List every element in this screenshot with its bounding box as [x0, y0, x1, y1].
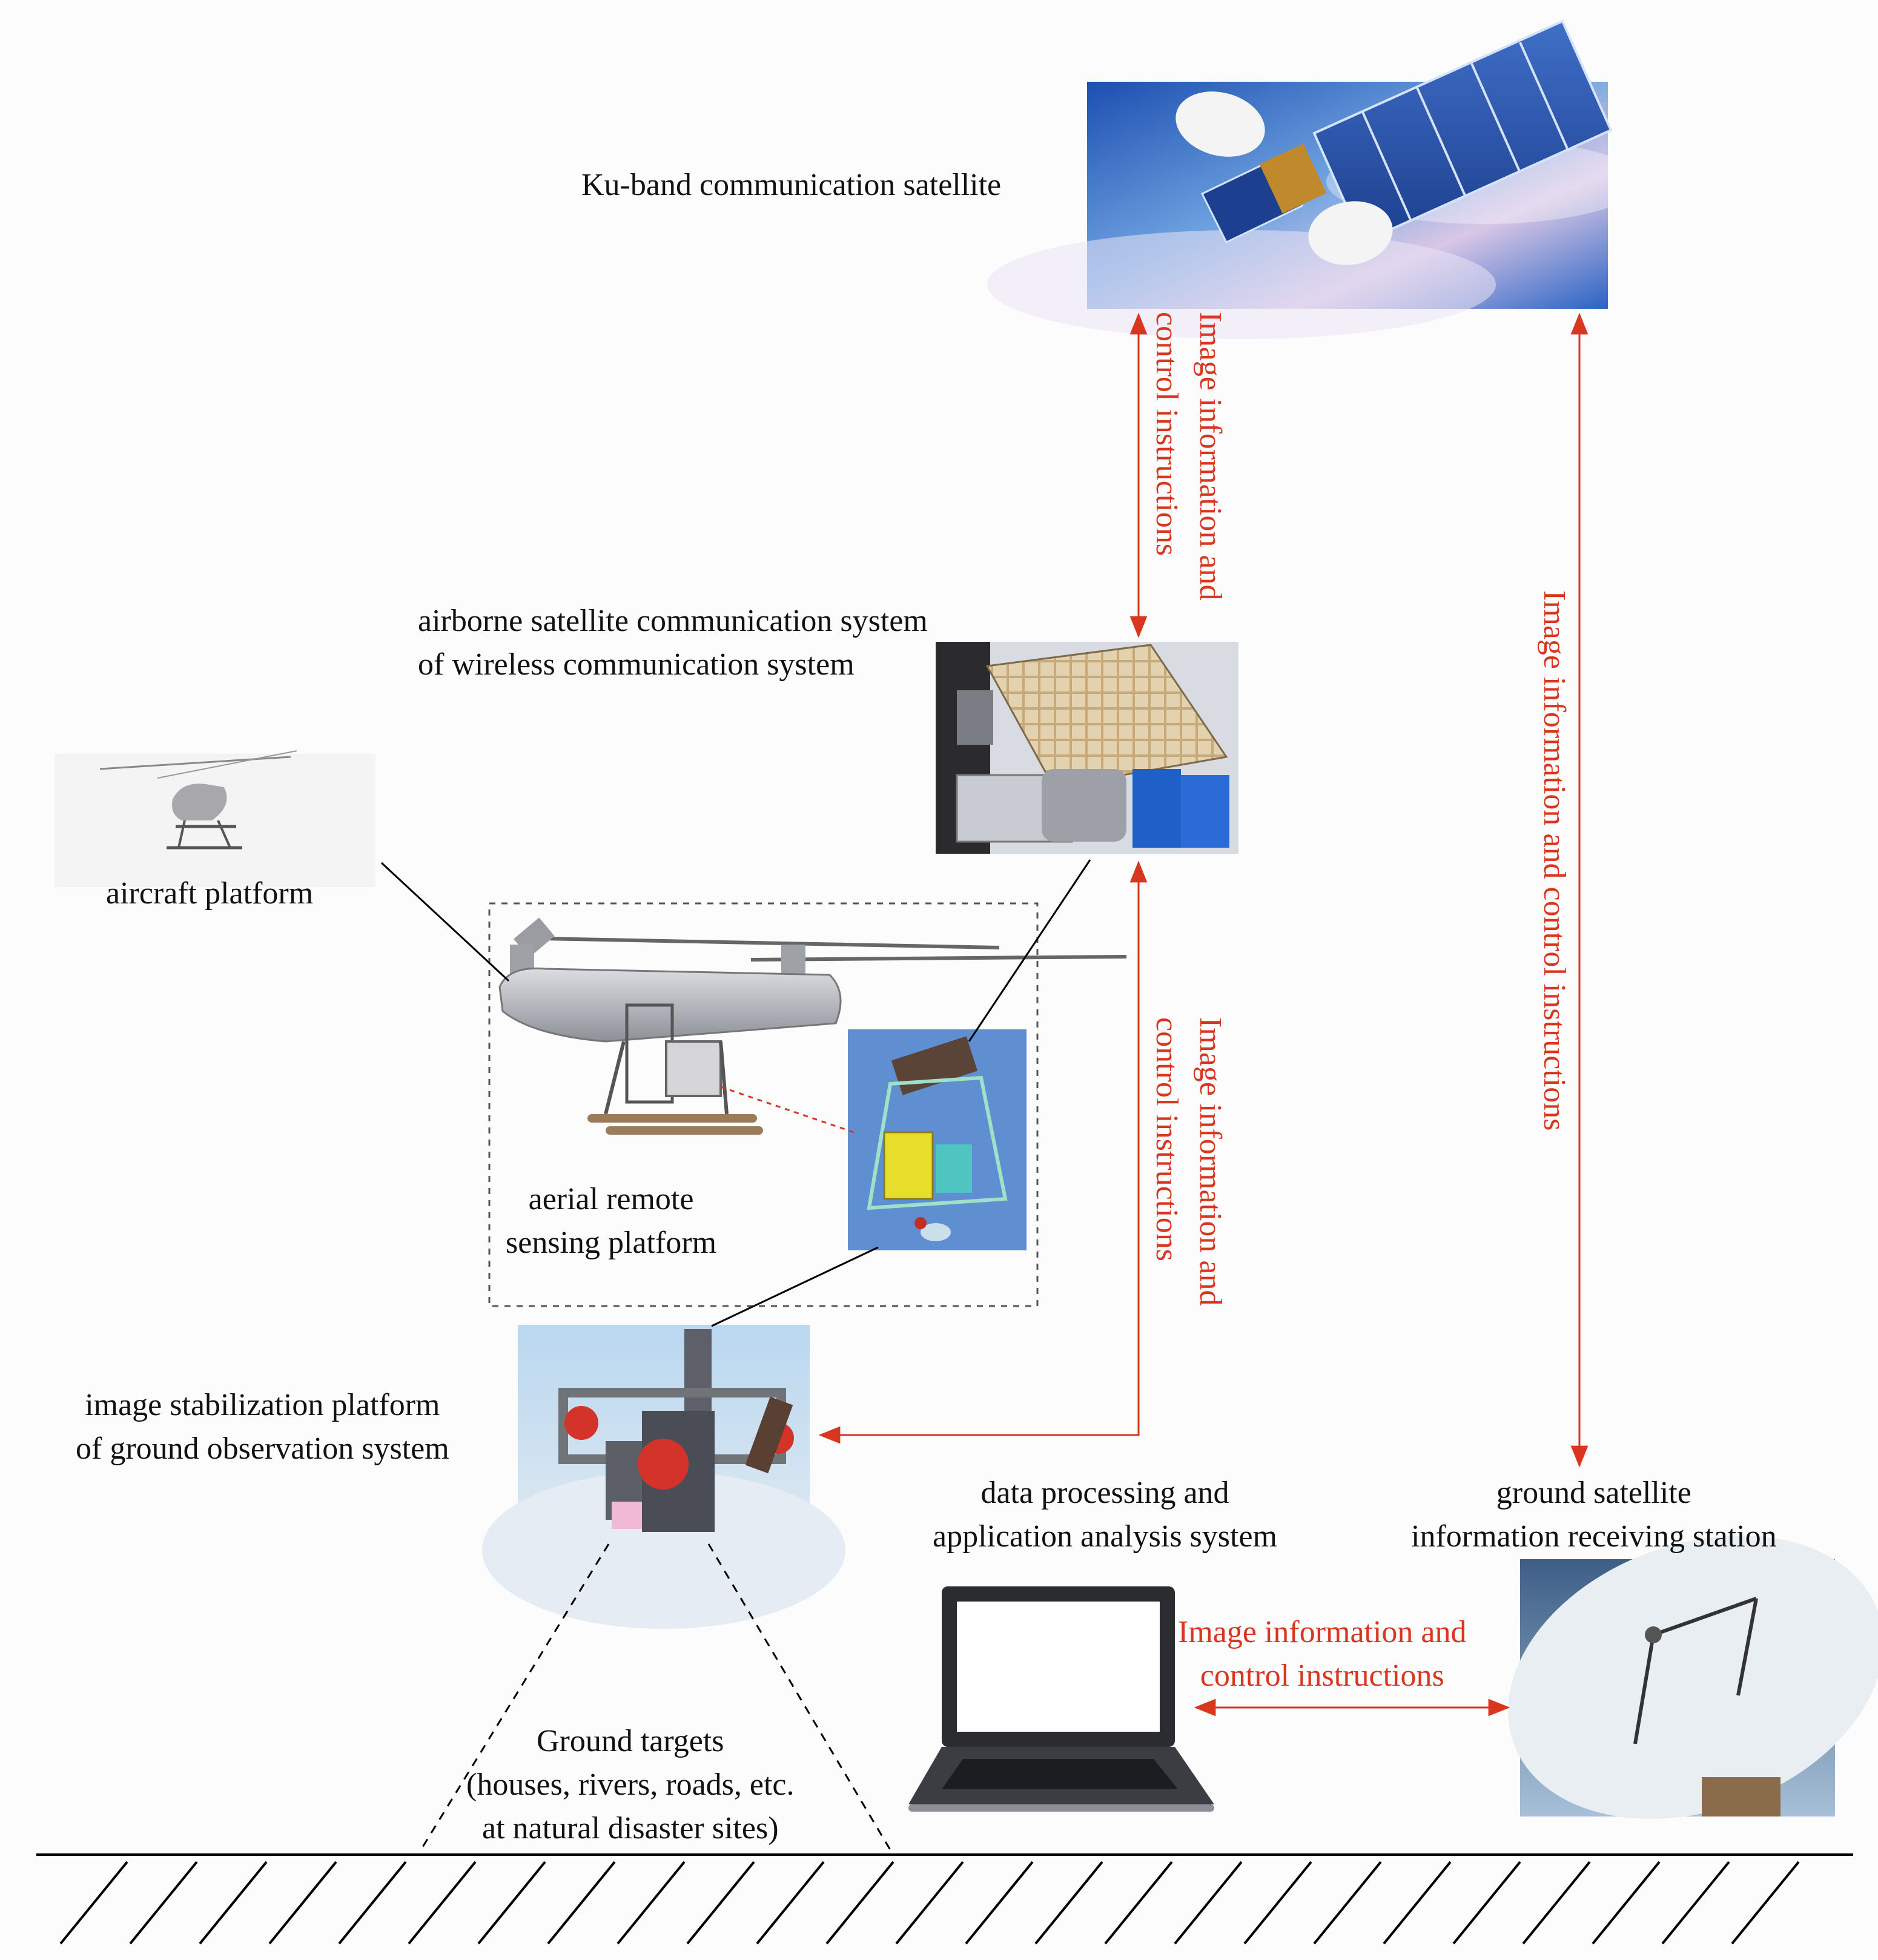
- ground-station-label: ground satellite information receiving s…: [1411, 1476, 1777, 1554]
- ground-station-image: [1508, 1536, 1878, 1819]
- laptop-icon: [908, 1586, 1214, 1812]
- field-of-view-lines: [420, 1543, 891, 1850]
- stabilization-platform-image: [482, 1325, 845, 1629]
- ground-hatching: [36, 1853, 1853, 1945]
- link-label-satellite-airborne: Image information and control instructio…: [1149, 312, 1228, 601]
- sensor-mount-image: [848, 1029, 1027, 1250]
- dish-antenna-icon: [1175, 91, 1265, 157]
- stabilization-platform-label: image stabilization platform of ground o…: [76, 1388, 449, 1466]
- data-processing-label: data processing and application analysis…: [933, 1476, 1278, 1554]
- aircraft-platform-label: aircraft platform: [106, 876, 314, 911]
- ground-dish-icon: [1508, 1536, 1878, 1819]
- detail-callout-line: [720, 1086, 855, 1133]
- link-label-satellite-ground: Image information and control instructio…: [1537, 590, 1572, 1131]
- aerial-remote-sensing-label: aerial remote sensing platform: [506, 1182, 717, 1260]
- satellite-label: Ku-band communication satellite: [581, 168, 1002, 202]
- helicopter-image: [498, 917, 1127, 1135]
- aircraft-platform-image: [55, 750, 375, 887]
- airborne-satcom-label: airborne satellite communication system …: [418, 604, 928, 682]
- link-label-airborne-stabilization: Image information and control instructio…: [1149, 1017, 1228, 1306]
- satellite-image: [987, 19, 1641, 339]
- aerial-platform-dashed-frame: [488, 902, 1039, 1307]
- ground-targets-label: Ground targets (houses, rivers, roads, e…: [466, 1724, 795, 1846]
- link-label-laptop-ground: Image information and control instructio…: [1178, 1615, 1467, 1693]
- airborne-satcom-image: [936, 642, 1238, 854]
- link-arrows: [818, 312, 1589, 1717]
